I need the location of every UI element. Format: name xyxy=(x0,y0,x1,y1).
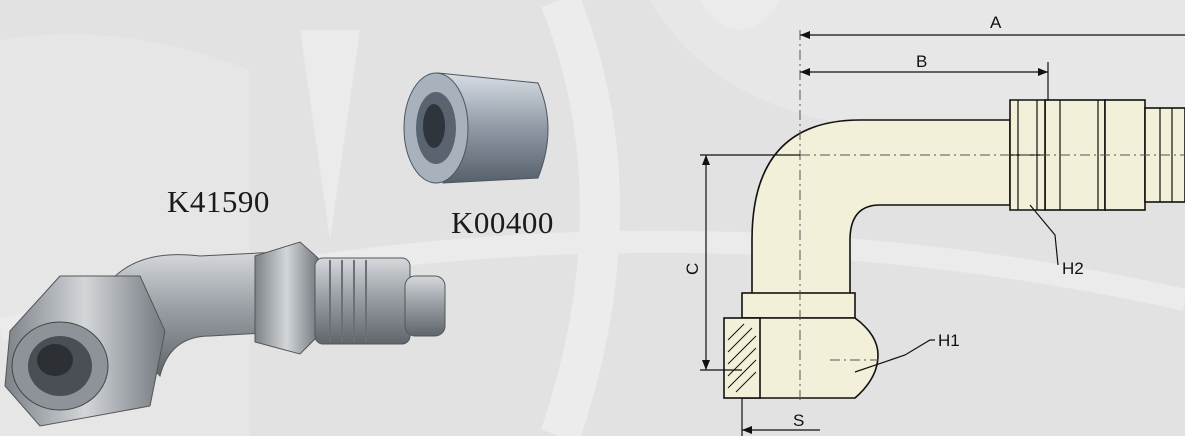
dim-c-label: C xyxy=(686,263,702,275)
fitting-code-label: K41590 xyxy=(167,184,270,219)
ferrule-code-label: K00400 xyxy=(451,205,554,240)
elbow-fitting-photo xyxy=(4,241,446,427)
dim-b-label: B xyxy=(916,52,927,71)
dim-s-label: S xyxy=(793,411,804,430)
hex-h1-label: H1 xyxy=(938,331,960,350)
dim-a-label: A xyxy=(990,13,1002,32)
hex-h2-label: H2 xyxy=(1062,259,1084,278)
technical-drawing: A B C S H1 H2 xyxy=(686,13,1185,436)
ferrule-sleeve-photo xyxy=(403,72,549,184)
